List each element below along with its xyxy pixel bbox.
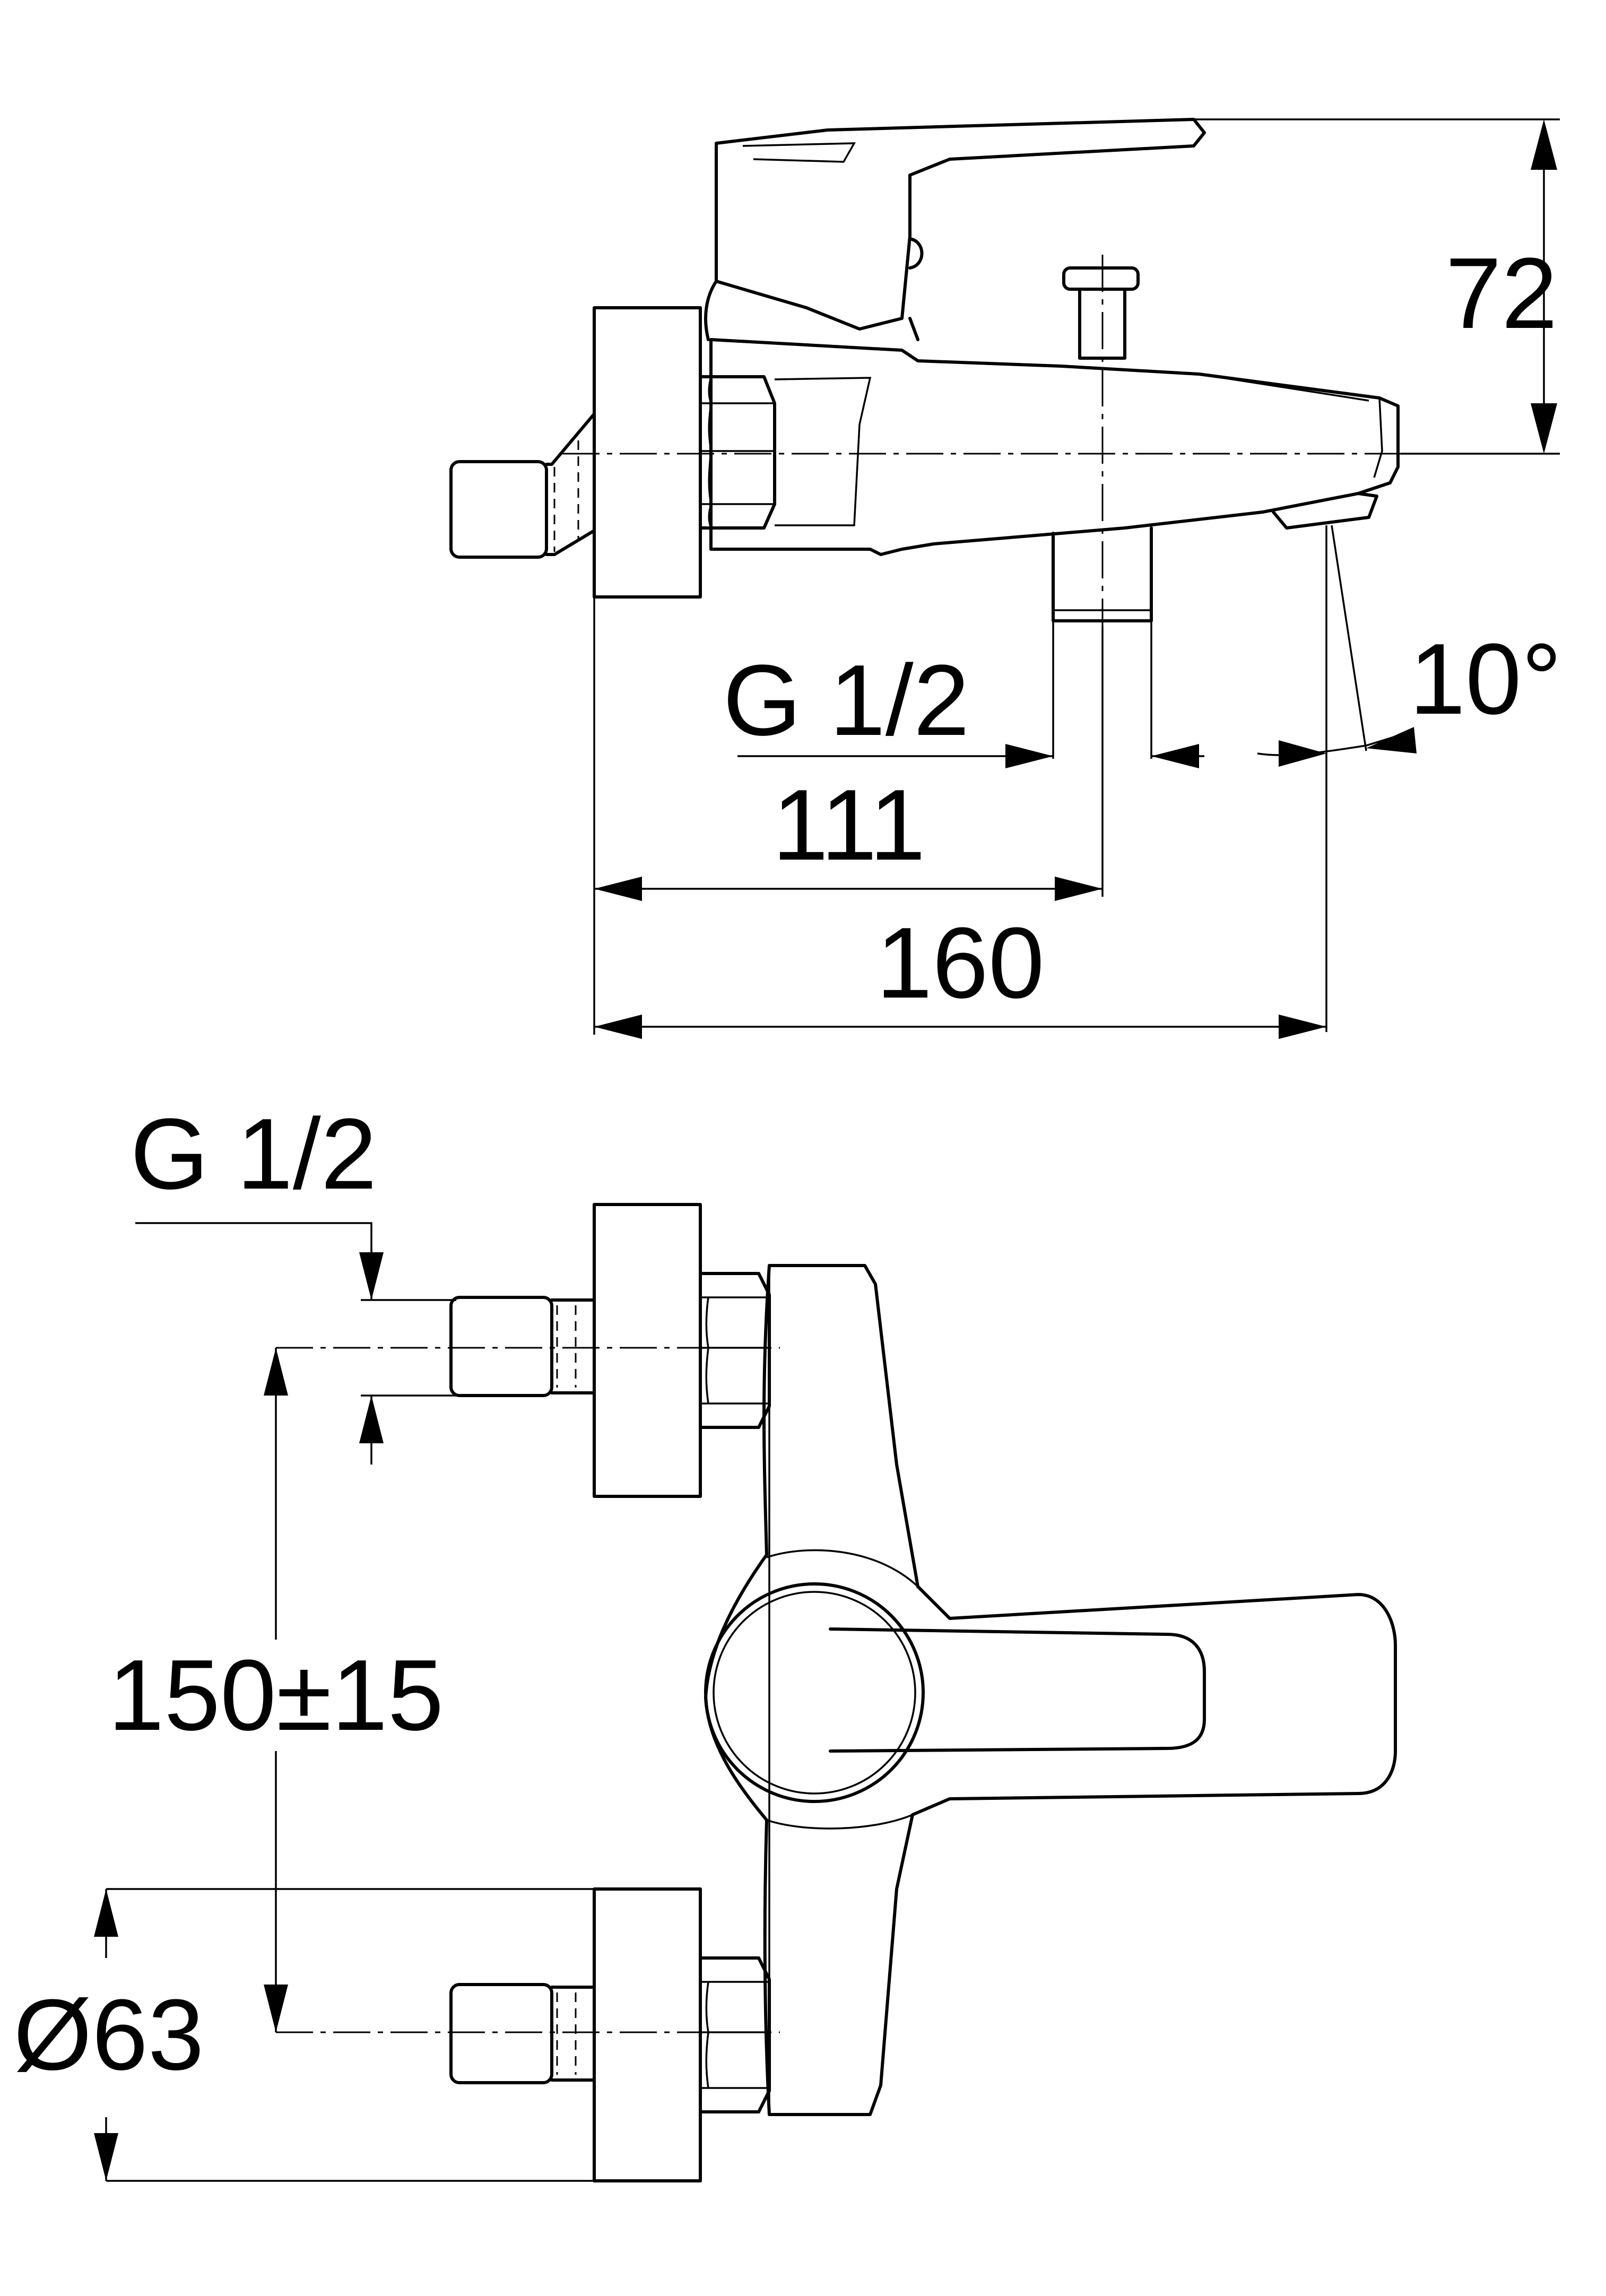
front-cartridge-cap — [704, 1582, 925, 1803]
dim-72: 72 — [1445, 237, 1557, 350]
side-view — [449, 118, 1539, 626]
dim-outlet-thread: G 1/2 — [723, 644, 970, 757]
front-eccentric-lower — [449, 1983, 596, 2084]
front-view — [276, 1203, 1397, 2182]
dim-inlet-thread: G 1/2 — [131, 1098, 377, 1210]
side-lever — [704, 118, 1206, 341]
side-diverter-knob — [1062, 266, 1140, 360]
front-rosette-lower — [593, 1887, 702, 2182]
dim-160: 160 — [876, 907, 1044, 1019]
side-eccentric — [449, 412, 596, 559]
side-body — [709, 338, 1400, 556]
front-rosette-upper — [593, 1203, 702, 1498]
dim-rosette-diameter: Ø63 — [13, 1979, 204, 2091]
front-eccentric-upper — [449, 1296, 596, 1397]
dim-angle: 10° — [1409, 623, 1561, 735]
front-hex-nut-lower — [699, 1956, 771, 2113]
dim-111: 111 — [772, 769, 926, 881]
front-lever — [829, 1627, 1206, 1753]
side-aerator — [1272, 492, 1378, 530]
side-hex-nut — [699, 375, 776, 530]
front-hex-nut-upper — [699, 1272, 771, 1429]
side-rosette — [593, 306, 702, 599]
front-dimensions: G 1/2 150±15 Ø63 — [13, 1098, 600, 2182]
front-body — [704, 1264, 1397, 2116]
dim-center-distance: 150±15 — [108, 1639, 444, 1752]
side-dimensions: 72 G 1/2 10° 111 160 — [593, 118, 1562, 1039]
